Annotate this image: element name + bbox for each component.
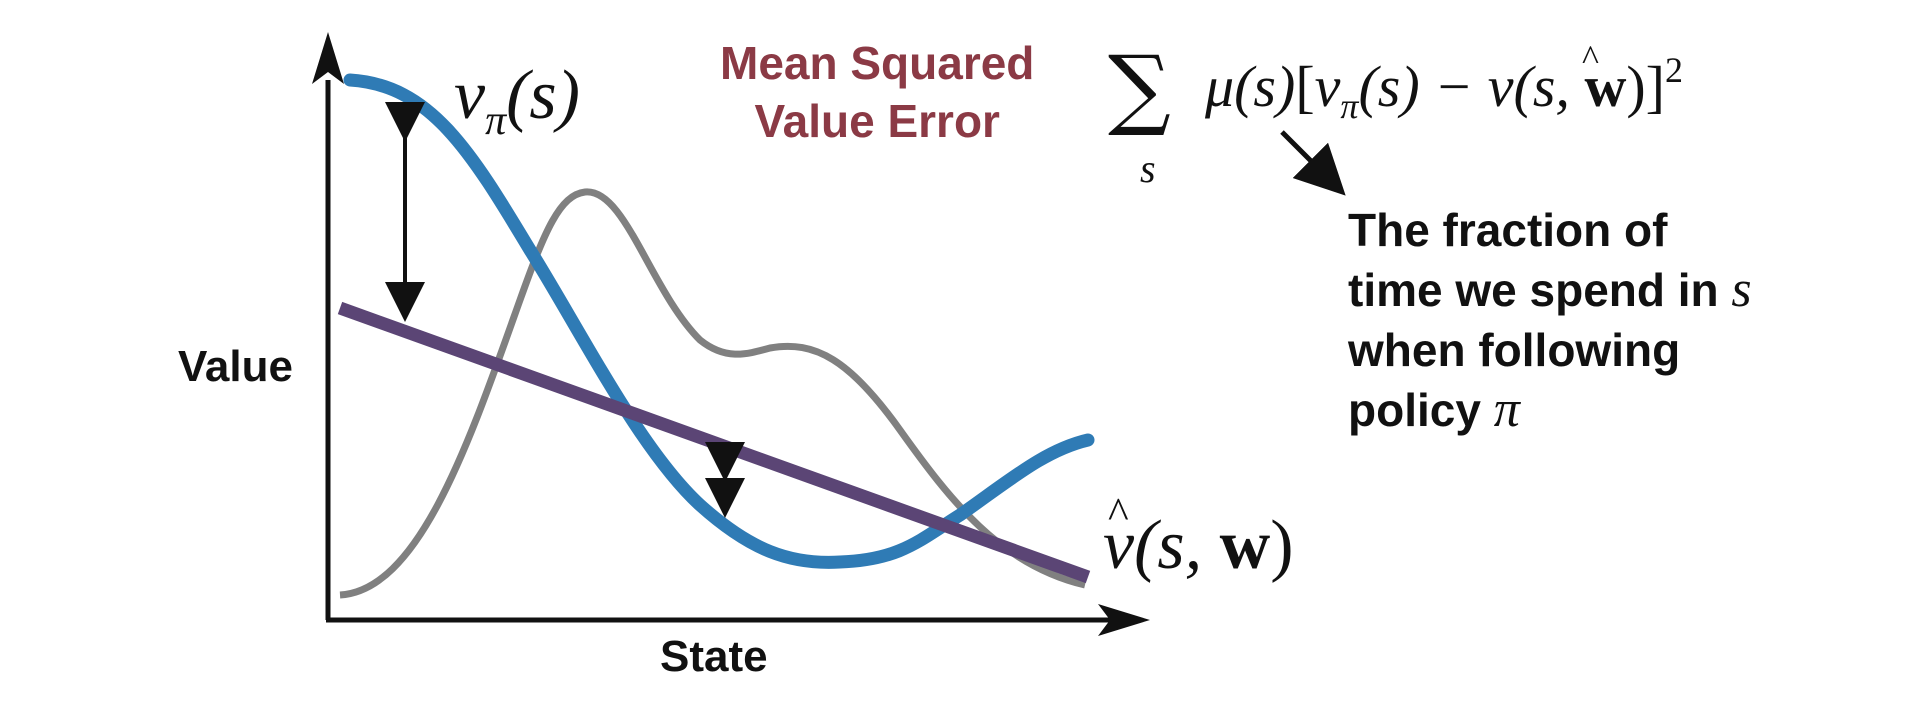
annotation-line2: time we spend in s	[1348, 261, 1752, 318]
msve-title-line2: Value Error	[754, 95, 1000, 147]
x-axis-label: State	[660, 632, 768, 681]
formula-hat-mark: ^	[1582, 38, 1599, 78]
msve-title-line1: Mean Squared	[720, 37, 1035, 89]
true-value-curve	[343, 73, 1095, 569]
state-distribution-curve	[339, 188, 1086, 599]
annotation-line1: The fraction of	[1348, 204, 1668, 256]
pointer-arrow	[1280, 130, 1346, 196]
sum-index: s	[1140, 146, 1156, 191]
sum-symbol: ∑	[1108, 36, 1171, 139]
true-value-label: vπ(s)	[454, 57, 580, 144]
y-axis-label: Value	[178, 342, 293, 391]
fraction-annotation: The fraction of time we spend in s when …	[1348, 200, 1752, 440]
approx-hat-mark: ^	[1108, 489, 1129, 538]
y-axis-arrowhead	[312, 32, 344, 84]
approx-value-label: v(s, w)	[1103, 507, 1294, 584]
x-axis-arrowhead	[1098, 604, 1150, 636]
msve-title: Mean Squared Value Error	[720, 34, 1034, 150]
msve-formula: μ(s)[vπ(s) − v(s, w)]2	[1204, 50, 1683, 126]
annotation-line4: policy π	[1348, 381, 1520, 438]
annotation-line3: when following	[1348, 324, 1681, 376]
